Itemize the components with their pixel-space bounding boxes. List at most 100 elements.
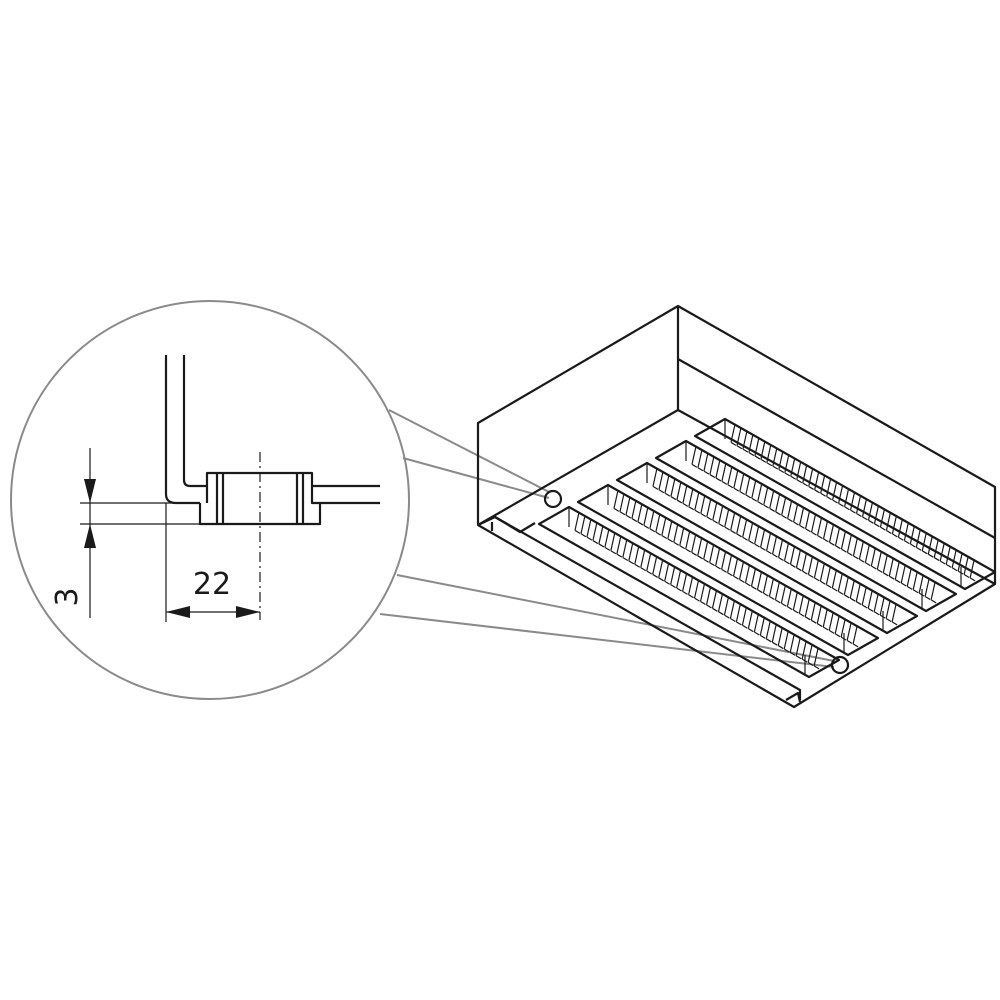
fin (783, 542, 790, 565)
fin (682, 573, 688, 595)
fin (816, 605, 823, 628)
fin (742, 431, 749, 453)
fin (670, 478, 677, 501)
fin (772, 447, 779, 470)
slot (693, 417, 997, 591)
fin (855, 583, 862, 606)
fin (687, 576, 694, 599)
fin (711, 590, 718, 612)
fin (757, 483, 764, 506)
fin (810, 514, 817, 536)
fin (628, 542, 635, 565)
fin (771, 624, 778, 646)
slot (615, 461, 919, 635)
fin (775, 493, 781, 516)
fin (646, 552, 653, 575)
fin (789, 546, 796, 568)
fin (807, 556, 814, 578)
fin (822, 520, 829, 543)
fin (867, 502, 874, 524)
fin (754, 437, 761, 460)
fin (783, 630, 790, 653)
fin (738, 561, 745, 584)
fin (756, 571, 763, 594)
fin (699, 583, 706, 606)
fin (750, 568, 757, 590)
arrow-right-icon (236, 606, 260, 618)
fin (598, 525, 605, 548)
fin (748, 434, 755, 457)
fin (834, 615, 841, 638)
fin (655, 513, 662, 536)
fin (807, 644, 814, 667)
fin (691, 446, 698, 468)
fin (849, 492, 856, 514)
detail-view: 3 22 (10, 300, 410, 700)
fin (828, 524, 835, 546)
fin (739, 473, 746, 496)
fin (768, 578, 775, 600)
fin (703, 541, 709, 563)
fin (846, 534, 853, 556)
slot-outline (537, 505, 841, 679)
fin (765, 620, 772, 643)
width-dimension: 22 (165, 503, 260, 622)
fin (748, 522, 754, 545)
fin (814, 471, 820, 494)
fin (801, 640, 808, 663)
fin (574, 512, 581, 534)
fin (774, 581, 781, 604)
arrow-left-icon (166, 606, 190, 618)
fin (873, 593, 880, 616)
fin (837, 573, 844, 595)
fin (909, 525, 916, 548)
fin (804, 598, 811, 621)
height-dimension-label: 3 (50, 587, 85, 606)
fin (771, 536, 778, 558)
fin (709, 544, 715, 567)
fin (876, 551, 883, 573)
fin (849, 580, 856, 602)
fin (643, 507, 650, 529)
fin (721, 551, 727, 573)
fin (822, 608, 829, 631)
fin (792, 591, 799, 614)
slot-outline (693, 417, 997, 591)
fin (828, 612, 835, 634)
fin (813, 559, 820, 582)
fin (721, 463, 728, 485)
fin (712, 502, 719, 524)
fin (697, 537, 703, 560)
fin (861, 498, 868, 521)
slot-outline (654, 439, 958, 613)
fin (715, 547, 721, 570)
fin (963, 556, 970, 579)
fin (924, 578, 931, 601)
fin (933, 539, 940, 562)
fin (789, 634, 796, 656)
slot-outline (615, 461, 919, 635)
fin (897, 519, 904, 541)
mounting-hole-right (830, 655, 850, 675)
fin (888, 558, 895, 580)
fin (804, 510, 811, 533)
slot-group (537, 417, 997, 679)
fin (727, 466, 734, 489)
fin (900, 564, 907, 587)
fin (873, 505, 880, 528)
fin (820, 475, 826, 497)
fin (957, 552, 964, 575)
fin (673, 524, 680, 546)
fin (616, 535, 623, 558)
fin (834, 527, 841, 550)
fin (745, 476, 752, 499)
fin (784, 454, 791, 477)
fin (879, 596, 886, 619)
fin (679, 527, 686, 550)
mounting-hole-left (543, 489, 563, 509)
fin (781, 497, 787, 519)
fin (613, 490, 620, 512)
fin (751, 480, 758, 502)
fin (625, 497, 632, 519)
fin (604, 529, 611, 551)
